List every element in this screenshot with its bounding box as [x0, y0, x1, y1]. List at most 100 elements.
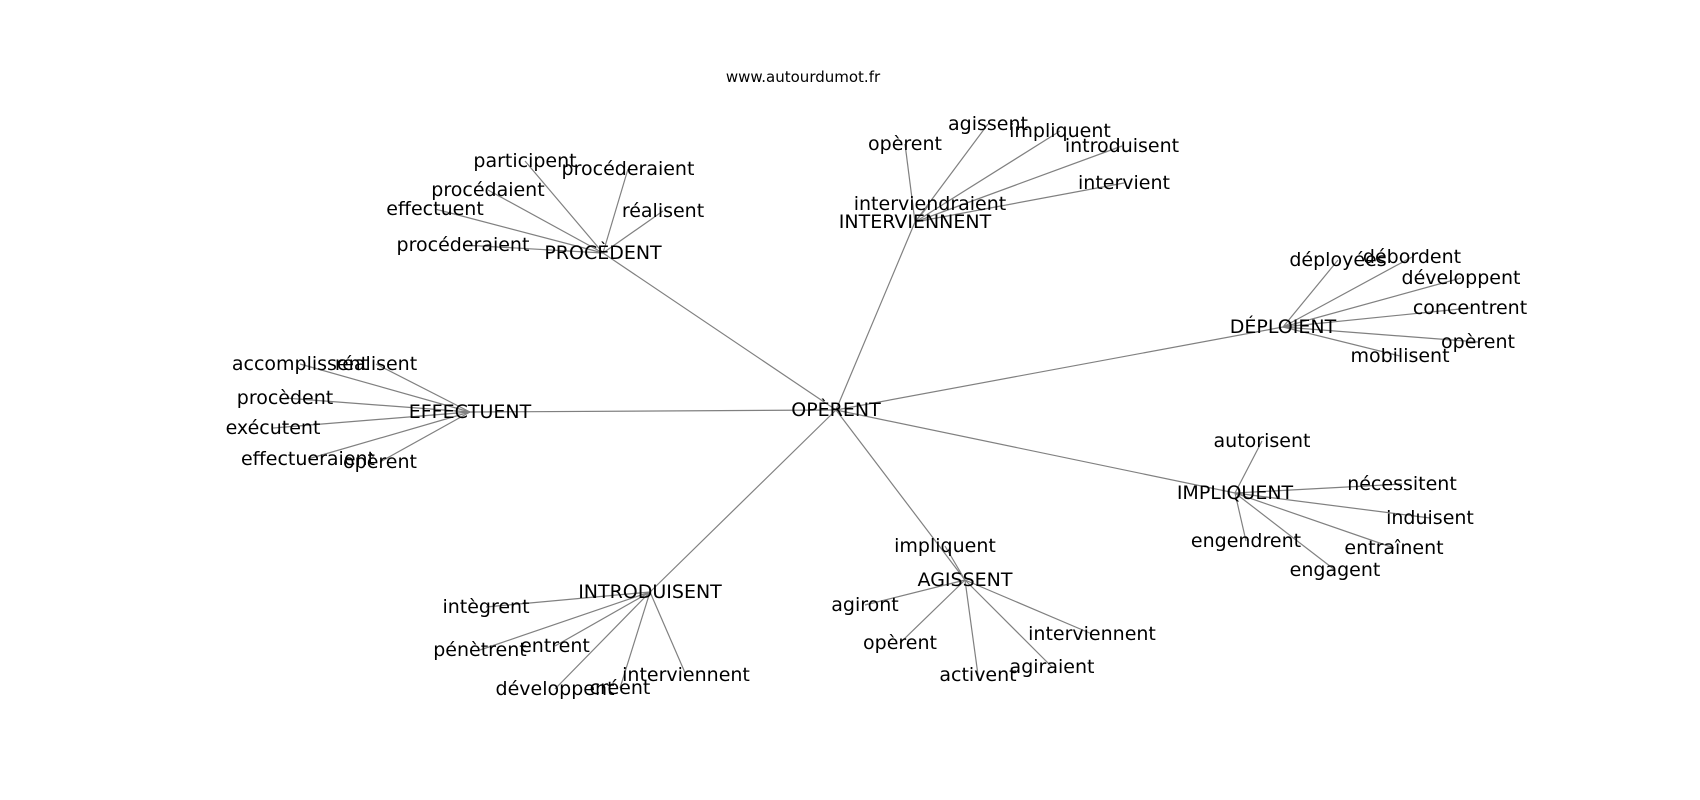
neighbor-word: agiront — [831, 594, 899, 616]
edge-0-5 — [462, 244, 604, 254]
edge-4-5 — [1234, 492, 1336, 571]
neighbor-word: impliquent — [894, 535, 996, 557]
neighbor-word: participent — [473, 150, 576, 172]
neighbor-word: induisent — [1386, 507, 1474, 529]
center-word: OPÈRENT — [791, 398, 881, 421]
neighbor-word: opèrent — [863, 632, 937, 654]
neighbor-word: intervient — [1078, 172, 1170, 194]
edge-1-4 — [914, 182, 1125, 223]
edge-5-2 — [899, 579, 966, 644]
neighbor-word: opèrent — [343, 451, 417, 473]
edge-5-1 — [864, 579, 966, 606]
edge-center-1 — [835, 221, 916, 411]
neighbor-word: opèrent — [868, 133, 942, 155]
neighbor-word: interviendraient — [854, 193, 1007, 215]
edge-center-5 — [835, 409, 966, 581]
neighbor-word: agissent — [948, 113, 1028, 135]
hub-word: IMPLIQUENT — [1177, 482, 1294, 504]
neighbor-word: mobilisent — [1350, 345, 1449, 367]
edge-2-0 — [1282, 259, 1339, 328]
source-title: www.autourdumot.fr — [726, 68, 881, 86]
neighbor-word: créent — [590, 677, 651, 699]
edge-2-2 — [1282, 277, 1462, 328]
edge-0-3 — [434, 208, 604, 254]
edge-1-0 — [914, 123, 989, 223]
edge-1-1 — [904, 143, 916, 223]
edge-3-4 — [307, 411, 471, 460]
edge-5-0 — [944, 545, 966, 581]
edge-2-4 — [1282, 326, 1479, 343]
edge-4-3 — [1234, 492, 1395, 549]
edge-5-4 — [964, 579, 1053, 668]
neighbor-word: développent — [1402, 267, 1521, 289]
edge-center-0 — [602, 252, 837, 411]
neighbor-word: introduisent — [1065, 135, 1179, 157]
neighbor-word: entrent — [520, 635, 590, 657]
edge-4-1 — [1234, 483, 1403, 494]
neighbor-word: accomplissent — [232, 353, 368, 375]
neighbor-word: autorisent — [1214, 430, 1311, 452]
edge-0-0 — [524, 160, 604, 254]
neighbor-word: intègrent — [442, 596, 529, 618]
neighbor-word: activent — [939, 664, 1016, 686]
edge-3-1 — [375, 363, 471, 413]
edge-2-1 — [1282, 256, 1413, 328]
neighbor-word: nécessitent — [1347, 473, 1457, 495]
edge-6-2 — [554, 591, 651, 647]
neighbor-word: débordent — [1363, 246, 1461, 268]
edge-6-0 — [485, 591, 651, 608]
edge-4-0 — [1234, 440, 1263, 494]
hub-word: DÉPLOIENT — [1230, 315, 1337, 338]
edge-1-3 — [914, 145, 1123, 223]
neighbor-word: interviennent — [1028, 623, 1156, 645]
edge-0-1 — [602, 168, 629, 254]
neighbor-word: engendrent — [1191, 530, 1301, 552]
neighbor-word: impliquent — [1009, 120, 1111, 142]
neighbor-word: interviennent — [622, 664, 750, 686]
neighbor-word: effectuent — [386, 198, 484, 220]
edge-center-4 — [835, 409, 1236, 494]
edge-2-5 — [1282, 326, 1401, 357]
edge-1-5 — [914, 203, 931, 223]
hub-word: INTRODUISENT — [578, 581, 722, 603]
neighbor-word: procédaient — [431, 179, 544, 201]
neighbor-word: pénètrent — [433, 639, 527, 661]
edge-center-3 — [469, 409, 837, 413]
neighbor-word: procéderaient — [397, 234, 530, 256]
edge-0-4 — [602, 210, 664, 254]
edge-4-2 — [1234, 492, 1431, 519]
neighbor-word: déployées — [1289, 249, 1386, 271]
edge-3-5 — [379, 411, 471, 463]
edge-1-2 — [914, 130, 1061, 223]
edge-3-2 — [284, 397, 471, 413]
neighbor-word: procèdent — [237, 387, 333, 409]
edges-layer — [272, 123, 1479, 690]
edge-6-5 — [649, 591, 687, 676]
hub-word: AGISSENT — [918, 569, 1013, 591]
edge-center-6 — [649, 409, 837, 593]
edge-3-0 — [299, 363, 471, 413]
hub-word: INTERVIENNENT — [839, 211, 992, 233]
neighbor-word: réalisent — [622, 200, 704, 222]
labels-layer: participentprocéderaientprocédaienteffec… — [226, 113, 1528, 700]
edge-6-3 — [554, 591, 651, 690]
edge-4-4 — [1234, 492, 1247, 542]
neighbor-word: engagent — [1290, 559, 1381, 581]
neighbor-word: développent — [496, 678, 615, 700]
edge-0-2 — [487, 189, 604, 254]
neighbor-word: opèrent — [1441, 331, 1515, 353]
hub-word: EFFECTUENT — [409, 401, 532, 423]
neighbor-word: procéderaient — [562, 158, 695, 180]
neighbor-word: effectueraient — [241, 448, 375, 470]
edge-5-3 — [964, 579, 979, 676]
neighbor-word: réalisent — [335, 353, 417, 375]
edge-6-4 — [619, 591, 651, 689]
neighbor-word: exécutent — [226, 417, 321, 439]
edge-2-3 — [1282, 307, 1471, 328]
neighbor-word: agiraient — [1010, 656, 1095, 678]
edge-6-1 — [479, 591, 651, 651]
edge-center-2 — [835, 326, 1284, 411]
edge-3-3 — [272, 411, 471, 429]
hub-word: PROCÈDENT — [544, 241, 662, 264]
